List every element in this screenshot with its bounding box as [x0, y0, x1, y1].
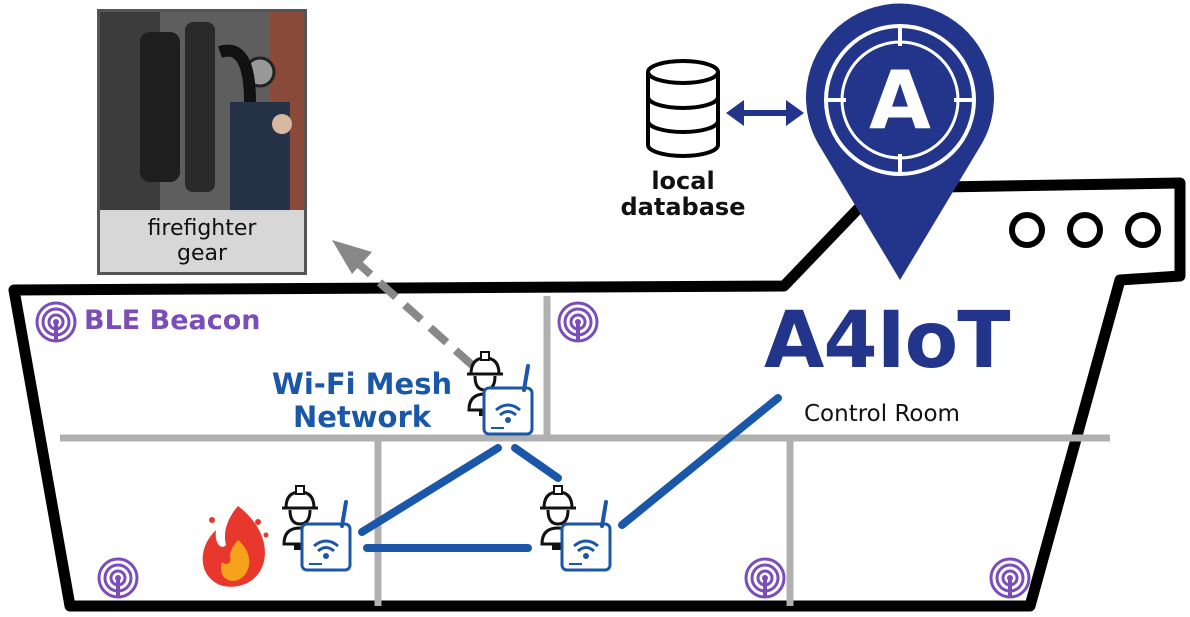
ble-beacon-icon — [97, 557, 139, 599]
database-label-line-2: database — [620, 193, 746, 221]
ble-beacon-icon — [989, 557, 1031, 599]
mesh-label-line-2: Network — [292, 400, 432, 434]
ble-beacon-label: BLE Beacon — [84, 305, 261, 336]
db-sync-arrow — [726, 100, 804, 126]
firefighter-gear-photo: firefighter gear — [97, 9, 307, 275]
control-room-label: Control Room — [804, 401, 960, 427]
mesh-network-label: Wi-Fi Mesh Network — [262, 368, 462, 434]
pin-letter: A — [869, 54, 931, 147]
brand-title: A4IoT — [764, 296, 1010, 386]
fire-icon — [202, 506, 269, 587]
ble-beacon-icon — [744, 557, 786, 599]
photo-caption: firefighter gear — [100, 210, 304, 272]
mesh-label-line-1: Wi-Fi Mesh — [271, 367, 453, 401]
ble-beacon-icon — [557, 301, 599, 343]
gear-photo-image — [100, 12, 304, 212]
caption-line-2: gear — [176, 241, 228, 266]
ble-beacon-icon — [35, 301, 77, 343]
database-label: local database — [616, 168, 750, 220]
caption-line-1: firefighter — [147, 216, 257, 241]
database-icon — [646, 59, 720, 158]
location-pin-icon: A — [806, 3, 994, 280]
mesh-links — [358, 394, 782, 552]
database-label-line-1: local — [651, 167, 715, 195]
porthole-icons — [1009, 212, 1161, 248]
gear-link-arrow — [332, 240, 475, 368]
room-walls — [60, 296, 1110, 606]
